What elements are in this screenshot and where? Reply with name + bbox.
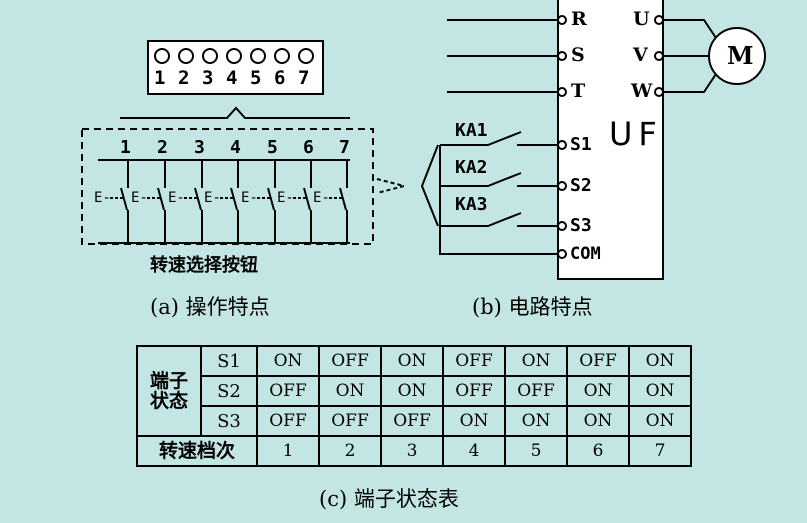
state-cell: ON bbox=[628, 405, 692, 437]
gear-label: 转速档次 bbox=[136, 435, 258, 467]
switch-label-1: E- bbox=[94, 190, 111, 206]
relay-ka2: KA2 bbox=[455, 157, 488, 178]
button-number-2: 2 bbox=[178, 67, 190, 89]
state-cell: OFF bbox=[256, 375, 320, 407]
caption-c: (c) 端子状态表 bbox=[319, 487, 459, 511]
button-circles bbox=[154, 48, 314, 64]
state-cell: OFF bbox=[318, 405, 382, 437]
button-number-3: 3 bbox=[202, 67, 214, 89]
group-label: 端子状态 bbox=[149, 370, 188, 412]
input-terminal-r: R bbox=[571, 8, 587, 30]
buttons-caption: 转速选择按钮 bbox=[150, 255, 258, 276]
gear-cell: 7 bbox=[628, 435, 692, 467]
gear-cell: 4 bbox=[442, 435, 506, 467]
state-cell: ON bbox=[380, 345, 444, 377]
switch-label-3: E- bbox=[168, 190, 185, 206]
state-cell: OFF bbox=[318, 345, 382, 377]
state-cell: OFF bbox=[504, 375, 568, 407]
inverter-label: UF bbox=[609, 115, 663, 153]
button-number-1: 1 bbox=[154, 67, 166, 89]
common-terminal: COM bbox=[570, 244, 601, 264]
switch-label-7: E- bbox=[313, 190, 330, 206]
switch-number-4: 4 bbox=[230, 137, 241, 158]
switch-number-7: 7 bbox=[339, 137, 350, 158]
gear-cell: 1 bbox=[256, 435, 320, 467]
output-terminal-u: U bbox=[633, 8, 650, 30]
state-cell: ON bbox=[504, 345, 568, 377]
state-cell: ON bbox=[318, 375, 382, 407]
motor-symbol bbox=[708, 27, 766, 85]
table-row-s3: S3 OFF OFF OFF ON ON ON ON bbox=[137, 405, 692, 437]
gear-cell: 6 bbox=[566, 435, 630, 467]
switch-label-4: E- bbox=[204, 190, 221, 206]
switch-number-2: 2 bbox=[157, 137, 168, 158]
relay-contacts bbox=[439, 131, 557, 255]
switch-number-3: 3 bbox=[194, 137, 205, 158]
state-cell: OFF bbox=[256, 405, 320, 437]
button-number-6: 6 bbox=[274, 67, 286, 89]
terminal-state-table: 端子状态 S1 ON OFF ON OFF ON OFF ON S2 OFF O… bbox=[136, 345, 692, 467]
button-number-5: 5 bbox=[250, 67, 262, 89]
switch-number-6: 6 bbox=[303, 137, 314, 158]
state-cell: ON bbox=[380, 375, 444, 407]
switch-enclosure bbox=[81, 128, 374, 245]
connection-arrow bbox=[376, 178, 408, 194]
switch-number-5: 5 bbox=[267, 137, 278, 158]
state-cell: ON bbox=[566, 375, 630, 407]
relay-ka1: KA1 bbox=[455, 120, 488, 141]
motor-label: M bbox=[727, 41, 754, 70]
gear-cell: 5 bbox=[504, 435, 568, 467]
terminal-cell: S3 bbox=[200, 405, 258, 437]
button-number-4: 4 bbox=[226, 67, 238, 89]
state-cell: ON bbox=[628, 345, 692, 377]
terminal-cell: S1 bbox=[200, 345, 258, 377]
state-cell: ON bbox=[504, 405, 568, 437]
inverter-body bbox=[557, 0, 664, 280]
switch-label-2: E- bbox=[131, 190, 148, 206]
group-label-cell: 端子状态 bbox=[136, 345, 202, 437]
state-cell: ON bbox=[256, 345, 320, 377]
output-terminal-v: V bbox=[633, 44, 648, 66]
terminal-cell: S2 bbox=[200, 375, 258, 407]
state-cell: OFF bbox=[566, 345, 630, 377]
gear-cell: 3 bbox=[380, 435, 444, 467]
output-terminal-w: W bbox=[631, 80, 653, 102]
state-cell: ON bbox=[566, 405, 630, 437]
caption-a: (a) 操作特点 bbox=[150, 295, 270, 319]
input-terminal-s: S bbox=[571, 44, 585, 66]
relay-brace bbox=[420, 144, 439, 227]
zoom-bracket bbox=[120, 106, 350, 119]
input-terminal-t: T bbox=[571, 80, 586, 102]
state-cell: ON bbox=[442, 405, 506, 437]
table-row-s2: S2 OFF ON ON OFF OFF ON ON bbox=[137, 375, 692, 407]
switch-label-6: E- bbox=[277, 190, 294, 206]
control-terminal-s3: S3 bbox=[570, 215, 592, 236]
control-terminal-s2: S2 bbox=[570, 175, 592, 196]
push-switches bbox=[110, 160, 348, 243]
switch-number-1: 1 bbox=[120, 137, 131, 158]
relay-ka3: KA3 bbox=[455, 194, 488, 215]
state-cell: OFF bbox=[442, 375, 506, 407]
gear-cell: 2 bbox=[318, 435, 382, 467]
state-cell: OFF bbox=[380, 405, 444, 437]
state-cell: ON bbox=[628, 375, 692, 407]
control-terminal-s1: S1 bbox=[570, 134, 592, 155]
switch-label-5: E- bbox=[241, 190, 258, 206]
caption-b: (b) 电路特点 bbox=[472, 295, 593, 319]
button-number-7: 7 bbox=[298, 67, 310, 89]
table-row-gears: 转速档次 1 2 3 4 5 6 7 bbox=[136, 435, 692, 467]
state-cell: OFF bbox=[442, 345, 506, 377]
table-row-s1: 端子状态 S1 ON OFF ON OFF ON OFF ON bbox=[136, 345, 692, 437]
